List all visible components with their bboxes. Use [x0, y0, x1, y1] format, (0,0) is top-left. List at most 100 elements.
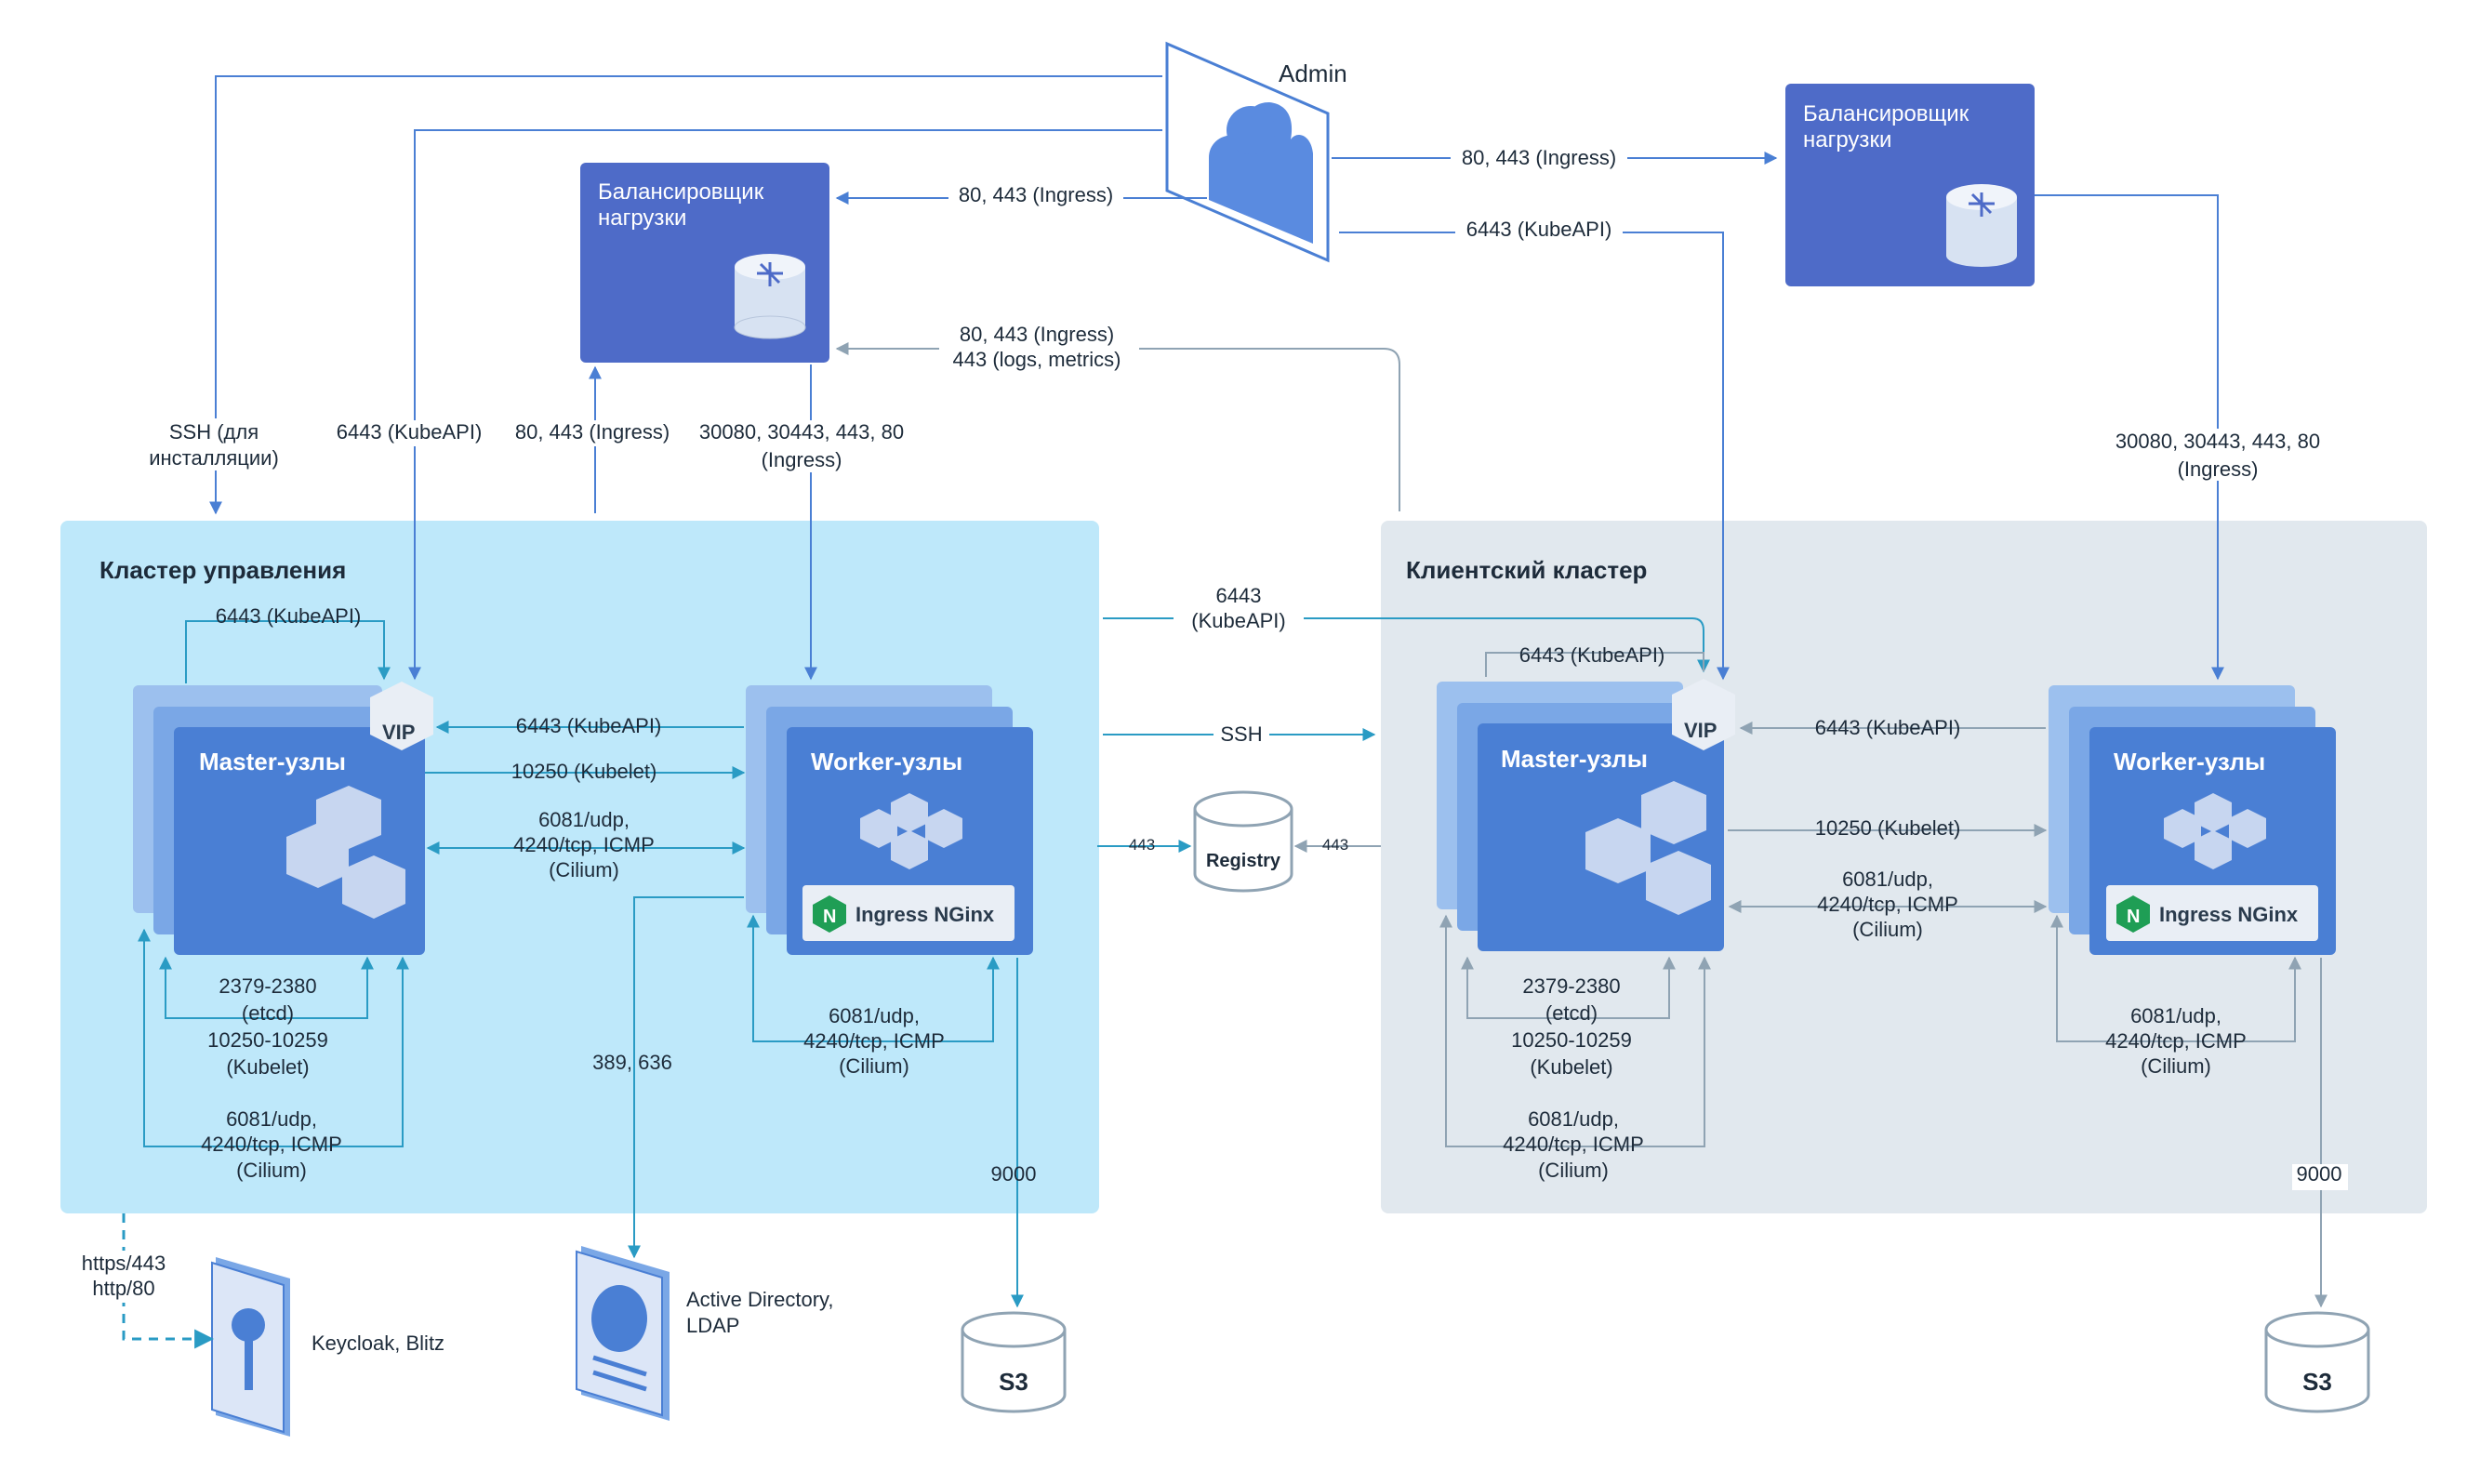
mgmt-ingress-label: Ingress NGinx: [855, 903, 995, 926]
label-ssh-install-2: инсталляции): [149, 446, 279, 470]
user-card-icon: [591, 1285, 647, 1392]
mgmt-worker-nodes[interactable]: Worker-узлы N Ingress NGinx: [746, 685, 1033, 955]
label-client-cilium-2: 4240/tcp, ICMP: [1817, 893, 1958, 916]
label-s3-right-port: 9000: [2297, 1162, 2342, 1186]
cubes-icon: [2164, 793, 2266, 869]
label-admin-kubeapi-right: 6443 (KubeAPI): [1466, 218, 1612, 241]
label-registry-right-port: 443: [1322, 836, 1348, 854]
lb-right-title-1: Балансировщик: [1803, 101, 1969, 126]
client-worker-nodes[interactable]: Worker-узлы N Ingress NGinx: [2049, 685, 2336, 955]
balancer-icon: [1946, 184, 2017, 267]
connection-labels: 80, 443 (Ingress) 80, 443 (Ingress) 6443…: [74, 144, 2348, 1303]
label-lbright-worker-1: 30080, 30443, 443, 80: [2115, 430, 2320, 453]
cubes-icon: [1585, 781, 1711, 915]
s3-left-label: S3: [999, 1368, 1028, 1396]
client-ingress-label: Ingress NGinx: [2159, 903, 2299, 926]
label-client-worker-vip: 6443 (KubeAPI): [1815, 716, 1961, 739]
label-mgmt-etcd-2: (etcd): [242, 1001, 294, 1025]
label-client-worker-cilium-1: 6081/udp,: [2130, 1004, 2221, 1027]
client-master-nodes[interactable]: Master-узлы VIP: [1437, 679, 1735, 951]
label-client-master-cilium-3: (Cilium): [1538, 1159, 1609, 1182]
label-client-cilium-1: 6081/udp,: [1842, 868, 1933, 891]
label-lbleft-worker-1: 30080, 30443, 443, 80: [699, 420, 904, 444]
ad-label-2: LDAP: [686, 1314, 739, 1337]
s3-storage-left[interactable]: S3: [961, 1311, 1067, 1413]
ingress-nginx-badge[interactable]: N Ingress NGinx: [2106, 885, 2318, 941]
admin-user[interactable]: Admin: [1165, 41, 1347, 263]
label-client-lbleft-1: 80, 443 (Ingress): [960, 323, 1114, 346]
client-master-label: Master-узлы: [1501, 745, 1648, 773]
active-directory-book[interactable]: Active Directory, LDAP: [576, 1246, 834, 1421]
admin-label: Admin: [1279, 60, 1347, 87]
label-mgmt-worker-vip: 6443 (KubeAPI): [516, 714, 662, 737]
registry[interactable]: Registry: [1193, 790, 1293, 893]
svg-text:N: N: [2127, 907, 2140, 927]
keycloak-book[interactable]: Keycloak, Blitz: [211, 1257, 444, 1437]
label-registry-left-port: 443: [1129, 836, 1155, 854]
label-client-worker-cilium-3: (Cilium): [2141, 1054, 2211, 1078]
label-client-etcd-4: (Kubelet): [1530, 1055, 1612, 1079]
s3-right-label: S3: [2302, 1368, 2332, 1396]
label-mgmt-cilium-3: (Cilium): [549, 858, 619, 881]
label-client-kubelet: 10250 (Kubelet): [1815, 816, 1961, 840]
label-mgmt-etcd-1: 2379-2380: [219, 974, 316, 998]
label-client-etcd-2: (etcd): [1545, 1001, 1598, 1025]
label-mgmt-worker-cilium-3: (Cilium): [839, 1054, 909, 1078]
svg-text:VIP: VIP: [1684, 719, 1717, 742]
label-mgmt-cilium-2: 4240/tcp, ICMP: [513, 833, 655, 856]
label-admin-lbleft: 80, 443 (Ingress): [959, 183, 1113, 206]
label-client-worker-cilium-2: 4240/tcp, ICMP: [2105, 1029, 2247, 1053]
label-mgmt-etcd-4: (Kubelet): [226, 1055, 309, 1079]
balancer-icon: [734, 254, 806, 339]
label-ldap-ports: 389, 636: [592, 1051, 672, 1074]
lb-left-title-1: Балансировщик: [598, 179, 764, 205]
cubes-icon: [860, 793, 962, 869]
label-keycloak-1: https/443: [82, 1252, 166, 1275]
client-worker-label: Worker-узлы: [2114, 748, 2265, 775]
cubes-icon: [286, 786, 405, 919]
label-client-etcd-3: 10250-10259: [1511, 1028, 1632, 1052]
label-mgmt-kubelet: 10250 (Kubelet): [511, 760, 657, 783]
s3-storage-right[interactable]: S3: [2264, 1311, 2370, 1413]
lb-right-title-2: нагрузки: [1803, 127, 1891, 152]
label-client-lbleft-2: 443 (logs, metrics): [953, 348, 1121, 371]
label-ssh-install-1: SSH (для: [169, 420, 259, 444]
label-client-cilium-3: (Cilium): [1852, 918, 1923, 941]
label-client-master-cilium-2: 4240/tcp, ICMP: [1503, 1133, 1644, 1156]
label-mgmt-master-cilium-2: 4240/tcp, ICMP: [201, 1133, 342, 1156]
label-mgmt-cilium-1: 6081/udp,: [538, 808, 630, 831]
label-lbleft-worker-2: (Ingress): [762, 448, 842, 471]
label-mgmt-lbleft: 80, 443 (Ingress): [515, 420, 670, 444]
lb-left-title-2: нагрузки: [598, 205, 686, 231]
label-lbright-worker-2: (Ingress): [2178, 457, 2259, 481]
mgmt-master-label: Master-узлы: [199, 748, 346, 775]
label-client-master-self: 6443 (KubeAPI): [1519, 643, 1665, 667]
label-mgmt-master-self: 6443 (KubeAPI): [216, 604, 362, 628]
label-admin-lbright: 80, 443 (Ingress): [1462, 146, 1616, 169]
key-icon: [232, 1308, 265, 1390]
svg-text:VIP: VIP: [382, 721, 415, 744]
svg-text:N: N: [823, 907, 836, 927]
label-cross-kubeapi-2: (KubeAPI): [1191, 609, 1286, 632]
mgmt-master-nodes[interactable]: Master-узлы VIP: [133, 682, 433, 955]
label-s3-left-port: 9000: [991, 1162, 1037, 1186]
label-admin-kubeapi-left: 6443 (KubeAPI): [337, 420, 483, 444]
label-keycloak-2: http/80: [92, 1277, 154, 1300]
label-mgmt-master-cilium-1: 6081/udp,: [226, 1107, 317, 1131]
registry-label: Registry: [1206, 851, 1281, 871]
load-balancer-left[interactable]: Балансировщик нагрузки: [580, 163, 829, 363]
keycloak-label: Keycloak, Blitz: [312, 1332, 444, 1355]
load-balancer-right[interactable]: Балансировщик нагрузки: [1785, 84, 2035, 286]
ingress-nginx-badge[interactable]: N Ingress NGinx: [802, 885, 1015, 941]
label-mgmt-etcd-3: 10250-10259: [207, 1028, 328, 1052]
label-client-etcd-1: 2379-2380: [1522, 974, 1620, 998]
vip-badge: VIP: [1672, 679, 1735, 750]
label-mgmt-master-cilium-3: (Cilium): [236, 1159, 307, 1182]
mgmt-worker-label: Worker-узлы: [811, 748, 962, 775]
label-cross-kubeapi-1: 6443: [1216, 584, 1262, 607]
label-mgmt-worker-cilium-1: 6081/udp,: [829, 1004, 920, 1027]
vip-badge: VIP: [370, 682, 433, 750]
label-client-master-cilium-1: 6081/udp,: [1528, 1107, 1619, 1131]
client-cluster-title: Клиентский кластер: [1406, 556, 1647, 584]
